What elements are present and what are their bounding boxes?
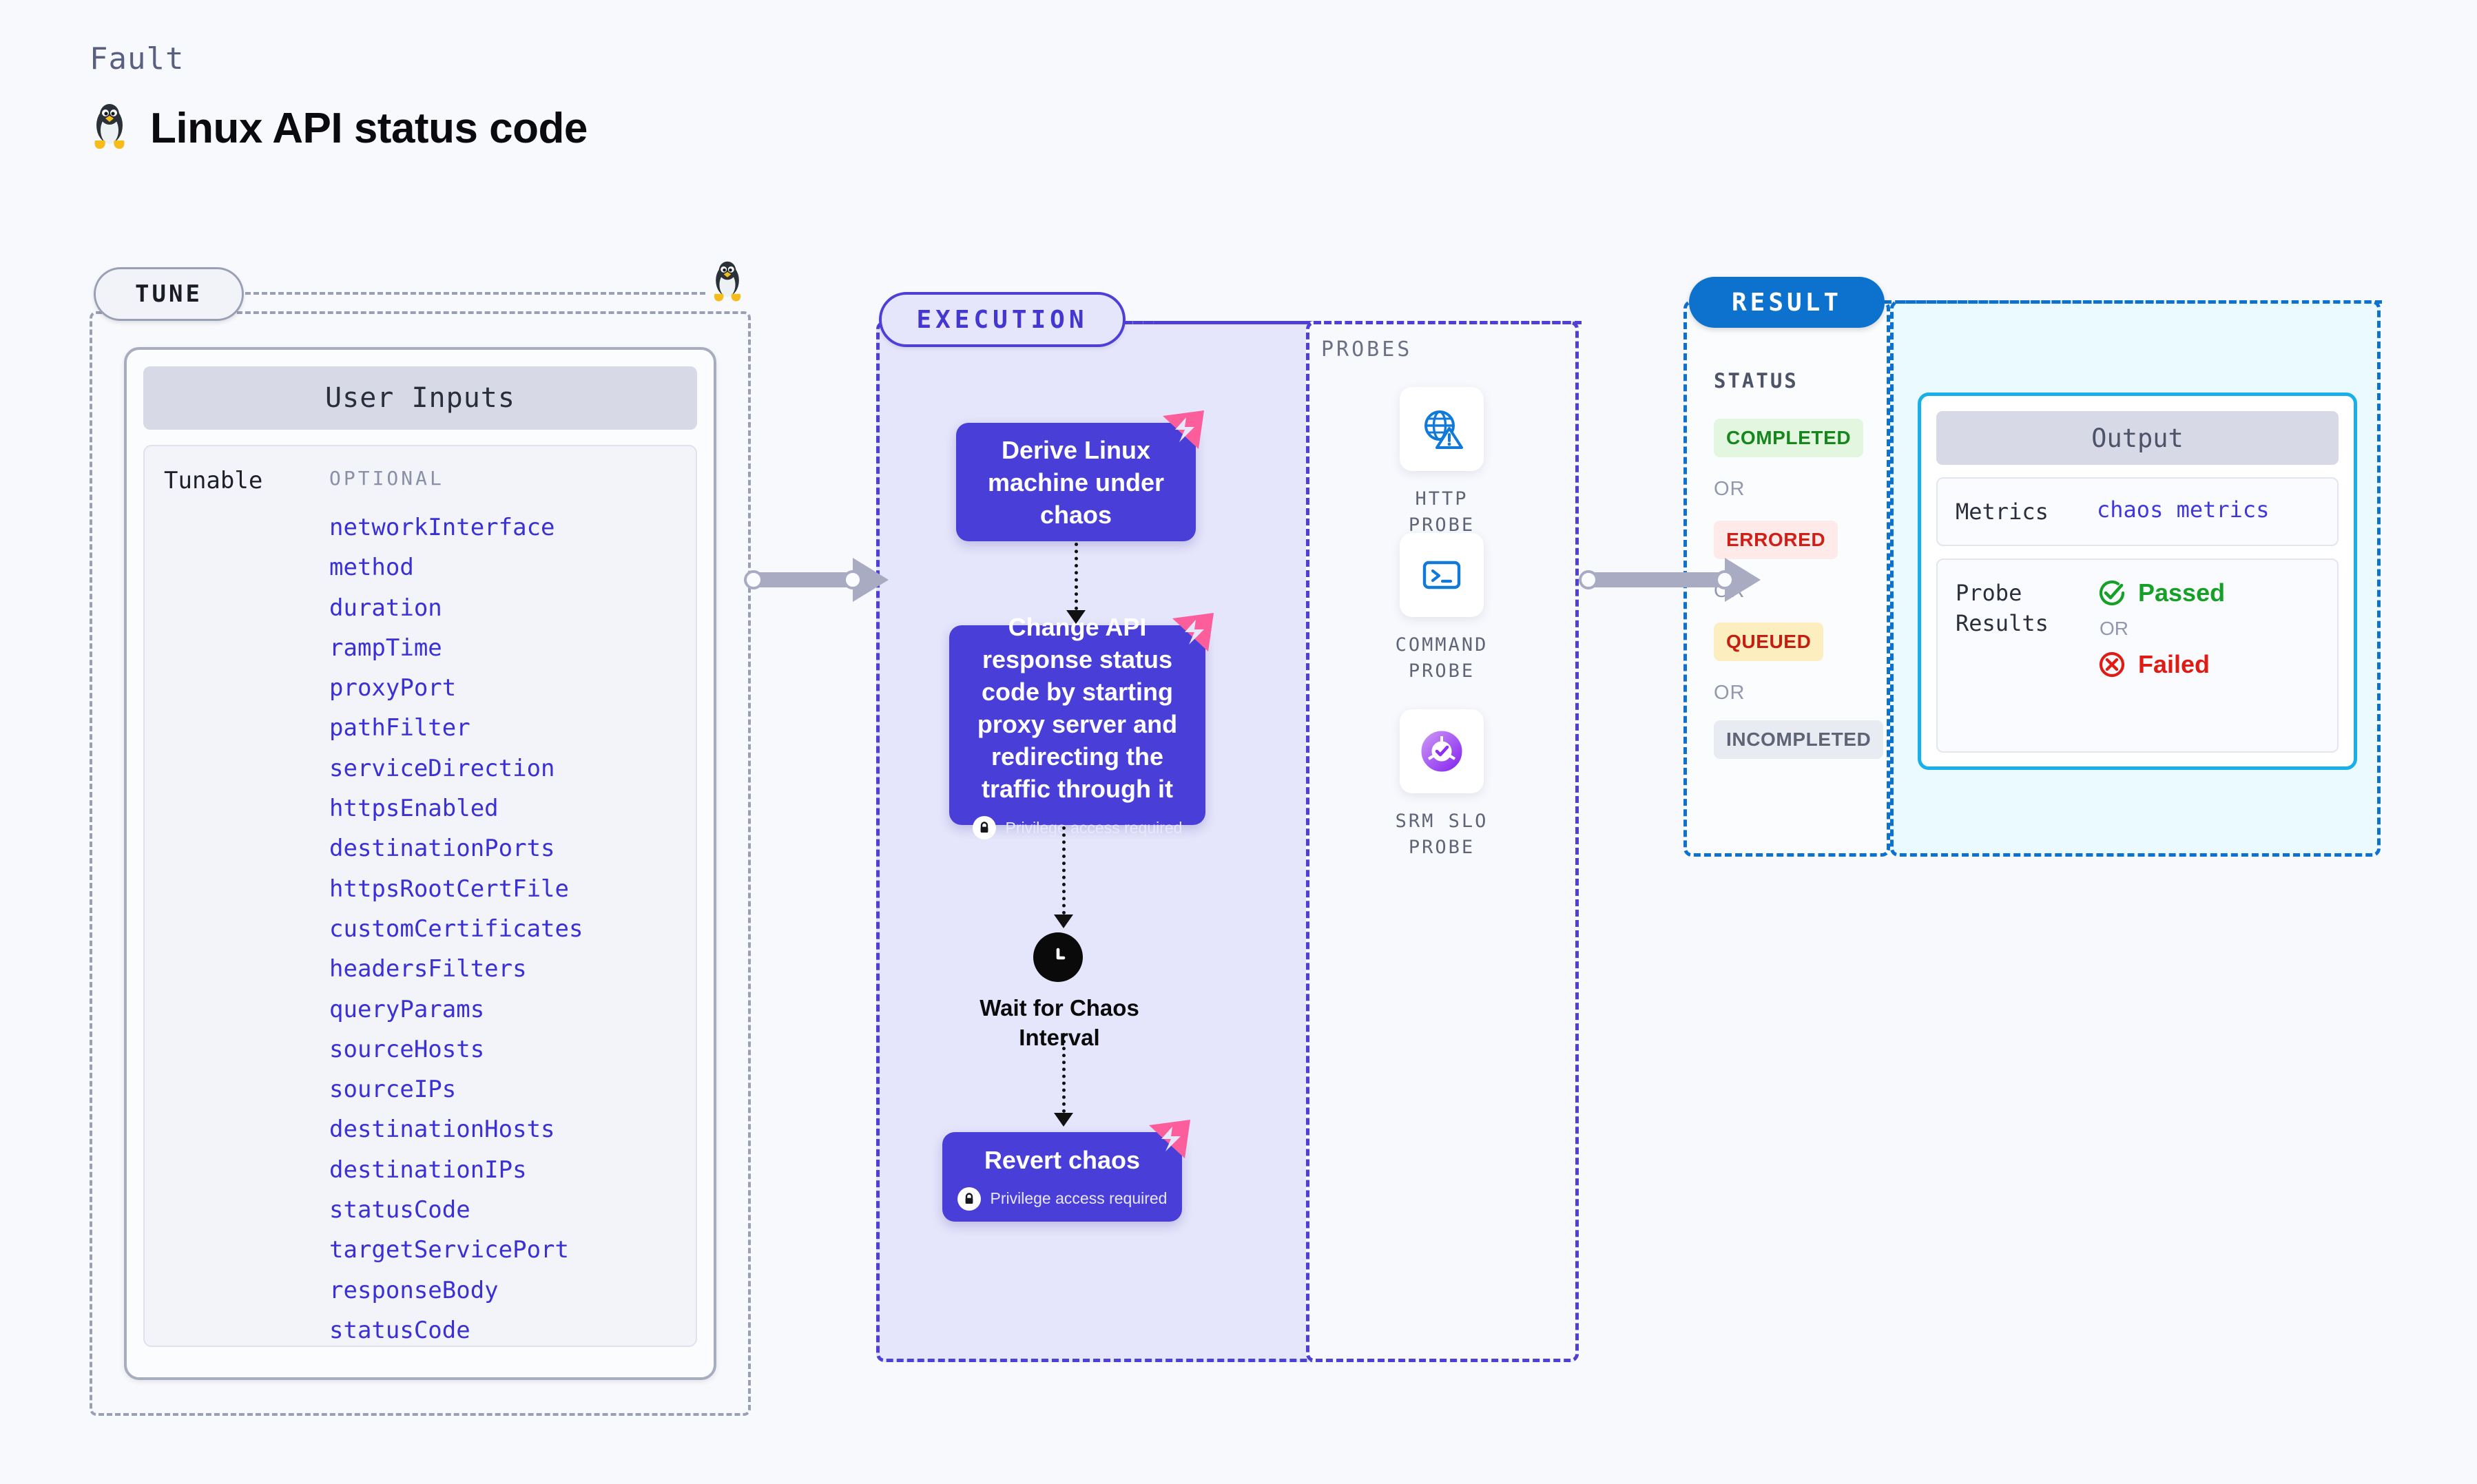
flow-arrow-line [1075, 543, 1078, 610]
probes-title: PROBES [1321, 337, 1413, 362]
result-dashed-top [1885, 300, 2382, 304]
user-inputs-title: User Inputs [143, 366, 697, 430]
param-item[interactable]: rampTime [329, 634, 442, 662]
probe-http[interactable]: HTTP PROBE [1376, 387, 1507, 539]
tune-to-execution-arrow [744, 558, 889, 602]
param-item[interactable]: statusCode [329, 1196, 470, 1224]
execution-tag: EXECUTION [879, 292, 1126, 347]
param-item[interactable]: sourceHosts [329, 1035, 485, 1063]
status-badge-errored: ERRORED [1714, 521, 1838, 559]
execution-node-derive[interactable]: Derive Linux machine under chaos [956, 410, 1204, 541]
privilege-required-text: Privilege access required [990, 1189, 1168, 1207]
tune-region [90, 311, 751, 1416]
param-item[interactable]: targetServicePort [329, 1236, 569, 1264]
litmus-chaos-badge-icon [1149, 1120, 1190, 1158]
param-item[interactable]: destinationPorts [329, 835, 555, 863]
user-inputs-card: User Inputs Tunable OPTIONAL networkInte… [124, 347, 716, 1380]
lock-icon [972, 816, 996, 839]
result-tag: RESULT [1689, 277, 1885, 328]
param-item[interactable]: destinationHosts [329, 1116, 555, 1144]
or-separator: OR [1714, 682, 1745, 704]
or-separator: OR [2100, 618, 2128, 639]
litmus-chaos-badge-icon [1163, 410, 1204, 449]
output-probe-results-key: Probe Results [1956, 580, 2049, 636]
execution-dashed-top [1126, 321, 1582, 324]
param-item[interactable]: queryParams [329, 995, 485, 1023]
flow-arrow-line [1062, 1033, 1066, 1113]
fault-label: Fault [90, 41, 185, 76]
execution-node-label: Derive Linux machine under chaos [987, 435, 1165, 529]
probe-label: COMMAND PROBE [1395, 634, 1489, 682]
param-item[interactable]: httpsEnabled [329, 795, 499, 823]
page-header: Fault Linux API status code [90, 41, 588, 154]
param-item[interactable]: sourceIPs [329, 1076, 457, 1104]
page-title: Linux API status code [150, 105, 588, 152]
privilege-required-badge: Privilege access required [972, 816, 1183, 839]
flow-arrow-line [1062, 826, 1066, 915]
probe-label: SRM SLO PROBE [1395, 811, 1489, 858]
param-item[interactable]: headersFilters [329, 955, 527, 983]
tunable-parameter-list: OPTIONAL networkInterface method duratio… [329, 467, 683, 1344]
linux-penguin-icon [90, 103, 129, 154]
output-metrics-row: Metrics chaos metrics [1936, 477, 2339, 546]
output-title: Output [1936, 411, 2339, 465]
probe-srm-slo[interactable]: SRM SLO PROBE [1376, 709, 1507, 861]
optional-label: OPTIONAL [329, 467, 444, 490]
privilege-required-text: Privilege access required [1005, 818, 1183, 837]
output-probe-results-row: Probe Results Passed OR Failed [1936, 558, 2339, 753]
execution-node-label: Revert chaos [984, 1145, 1141, 1174]
flow-arrow-head [1066, 610, 1086, 624]
param-item[interactable]: statusCode [329, 1316, 470, 1344]
status-badge-queued: QUEUED [1714, 623, 1824, 661]
param-item[interactable]: httpsRootCertFile [329, 875, 569, 903]
param-item[interactable]: duration [329, 594, 442, 622]
flow-arrow-head [1054, 915, 1073, 928]
status-badge-incompleted: INCOMPLETED [1714, 720, 1884, 759]
probe-result-passed: Passed [2097, 578, 2225, 608]
param-item[interactable]: responseBody [329, 1276, 499, 1304]
x-circle-icon [2099, 651, 2125, 678]
param-item[interactable]: networkInterface [329, 514, 555, 541]
execution-node-label: Change API response status code by start… [977, 613, 1178, 803]
probe-result-values: Passed OR Failed [2097, 578, 2225, 680]
slo-donut-check-icon [1400, 709, 1484, 793]
execution-node-change-status[interactable]: Change API response status code by start… [949, 613, 1214, 839]
param-item[interactable]: pathFilter [329, 714, 470, 742]
status-title: STATUS [1714, 369, 1799, 393]
lock-icon [957, 1187, 981, 1211]
tune-dashed-connector [245, 292, 705, 295]
failed-label: Failed [2138, 650, 2210, 678]
litmus-chaos-badge-icon [1172, 613, 1214, 651]
globe-warning-icon [1400, 387, 1484, 471]
flow-arrow-head [1054, 1113, 1073, 1127]
probe-label: HTTP PROBE [1408, 488, 1475, 536]
terminal-icon [1400, 533, 1484, 617]
tune-tag: TUNE [94, 267, 244, 321]
probe-command[interactable]: COMMAND PROBE [1376, 533, 1507, 684]
check-circle-icon [2099, 580, 2125, 606]
execution-to-result-arrow [1579, 558, 1761, 602]
tunable-section: Tunable OPTIONAL networkInterface method… [143, 445, 697, 1347]
probes-region [1306, 321, 1579, 1362]
param-item[interactable]: proxyPort [329, 674, 457, 702]
wait-for-chaos-interval-label: Wait for Chaos Interval [980, 995, 1139, 1050]
execution-node-revert-chaos[interactable]: Revert chaos Privilege access required [942, 1120, 1190, 1222]
chaos-metrics-link[interactable]: chaos metrics [2097, 497, 2270, 523]
param-item[interactable]: method [329, 554, 414, 582]
privilege-required-badge: Privilege access required [957, 1187, 1168, 1211]
output-card: Output Metrics chaos metrics Probe Resul… [1918, 393, 2357, 770]
passed-label: Passed [2138, 578, 2226, 607]
clock-icon [1033, 932, 1083, 982]
tunable-label: Tunable [164, 467, 263, 494]
param-item[interactable]: serviceDirection [329, 754, 555, 782]
probe-result-failed: Failed [2097, 649, 2225, 680]
param-item[interactable]: destinationIPs [329, 1156, 527, 1184]
param-item[interactable]: customCertificates [329, 915, 583, 943]
linux-penguin-icon [709, 260, 745, 306]
output-metrics-key: Metrics [1956, 499, 2049, 525]
or-separator: OR [1714, 478, 1745, 500]
title-row: Linux API status code [90, 103, 588, 154]
status-badge-completed: COMPLETED [1714, 419, 1864, 457]
